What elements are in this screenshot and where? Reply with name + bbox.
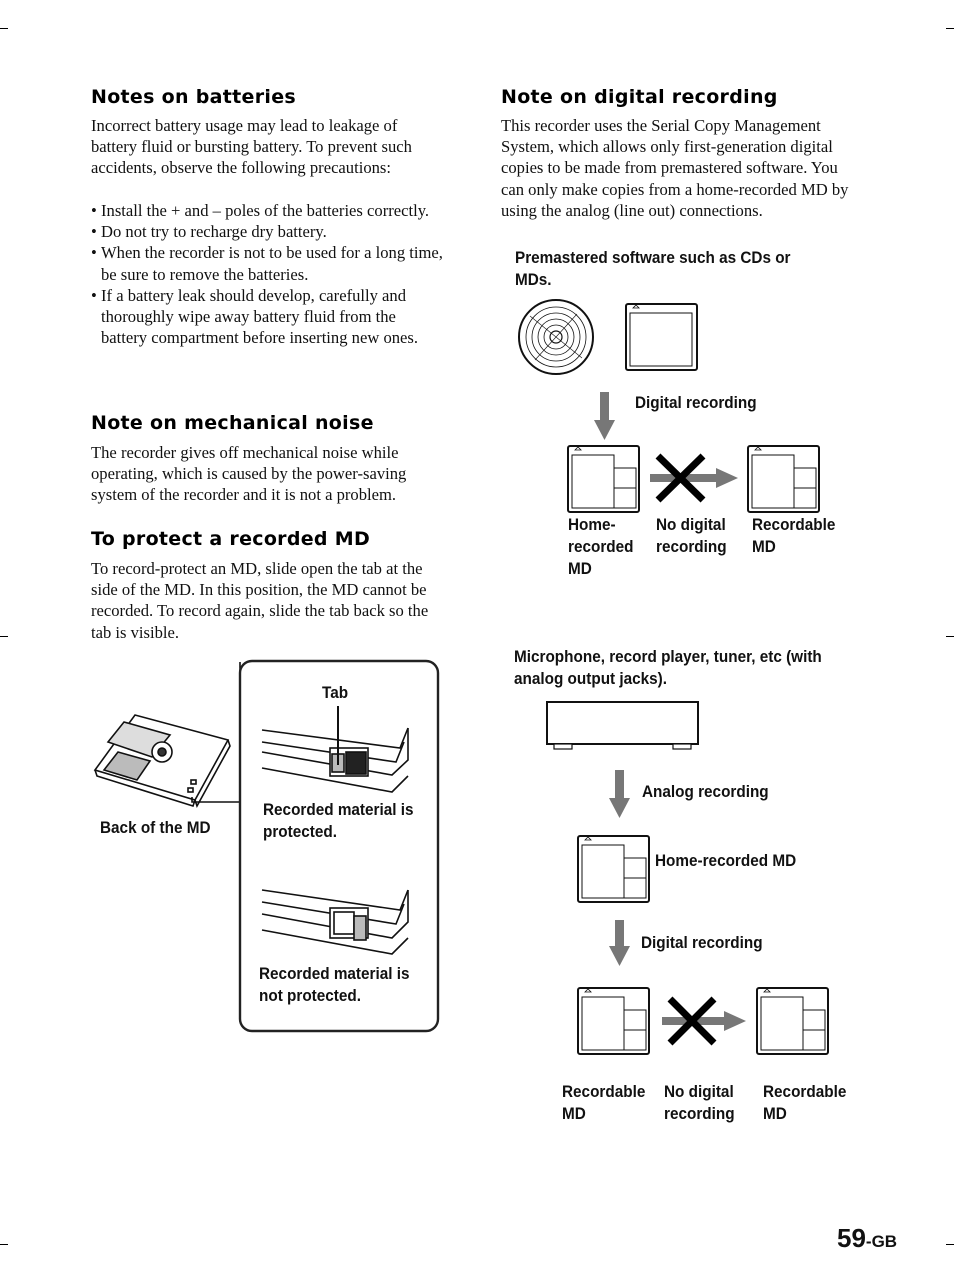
down-arrow-icon [594, 392, 615, 440]
protect-panel [238, 659, 440, 1033]
recordable-md-icon [756, 987, 829, 1055]
no-digital-recording-label: No digital recording [664, 1082, 735, 1123]
no-copy-arrow-icon [662, 996, 746, 1046]
no-copy-arrow-icon [650, 453, 738, 503]
list-item: Do not try to recharge dry battery. [91, 221, 443, 242]
recordable-md-label: Recordable MD [562, 1082, 646, 1123]
digital-heading: Note on digital recording [501, 86, 778, 108]
home-recorded-md-label: Home-recorded MD [568, 515, 634, 578]
crop-mark [0, 1244, 8, 1245]
not-protected-label: Recorded material is not protected. [259, 964, 410, 1005]
list-item: When the recorder is not to be used for … [91, 242, 443, 284]
cd-icon [518, 299, 594, 375]
analog-source-label: Microphone, record player, tuner, etc (w… [514, 647, 822, 688]
page-number-suffix: -GB [865, 1232, 898, 1251]
crop-mark [946, 636, 954, 637]
protect-heading: To protect a recorded MD [91, 528, 371, 550]
batteries-heading: Notes on batteries [91, 86, 296, 108]
digital-recording-label: Digital recording [635, 393, 757, 412]
home-recorded-md-label: Home-recorded MD [655, 851, 797, 870]
page-number: 59-GB [837, 1223, 897, 1254]
no-digital-recording-label: No digital recording [656, 515, 727, 556]
list-item: Install the + and – poles of the batteri… [91, 200, 443, 221]
analog-device-icon [546, 701, 699, 750]
recordable-md-label: Recordable MD [763, 1082, 847, 1123]
digital-body: This recorder uses the Serial Copy Manag… [501, 116, 849, 220]
recordable-md-label: Recordable MD [752, 515, 836, 556]
noise-heading: Note on mechanical noise [91, 412, 374, 434]
premastered-md-icon [625, 303, 698, 371]
noise-body: The recorder gives off mechanical noise … [91, 443, 407, 505]
list-item: If a battery leak should develop, carefu… [91, 285, 443, 349]
batteries-precautions-list: Install the + and – poles of the batteri… [91, 200, 443, 348]
protected-md-illustration [261, 706, 409, 793]
digital-recording-label: Digital recording [641, 933, 763, 952]
home-recorded-md-icon [567, 445, 640, 513]
premastered-source-label: Premastered software such as CDs or MDs. [515, 248, 791, 289]
crop-mark [946, 1244, 954, 1245]
not-protected-md-illustration [261, 889, 409, 955]
tab-label: Tab [322, 683, 349, 702]
crop-mark [946, 28, 954, 29]
crop-mark [0, 636, 8, 637]
home-recorded-md-icon [577, 835, 650, 903]
batteries-intro: Incorrect battery usage may lead to leak… [91, 116, 412, 178]
back-of-md-label: Back of the MD [100, 818, 211, 837]
down-arrow-icon [609, 770, 630, 818]
recordable-md-icon [577, 987, 650, 1055]
down-arrow-icon [609, 920, 630, 966]
protected-label: Recorded material is protected. [263, 800, 414, 841]
page-number-value: 59 [837, 1223, 866, 1253]
protect-body: To record-protect an MD, slide open the … [91, 559, 429, 642]
md-back-illustration [93, 662, 241, 808]
analog-recording-label: Analog recording [642, 782, 769, 801]
crop-mark [0, 28, 8, 29]
recordable-md-icon [747, 445, 820, 513]
